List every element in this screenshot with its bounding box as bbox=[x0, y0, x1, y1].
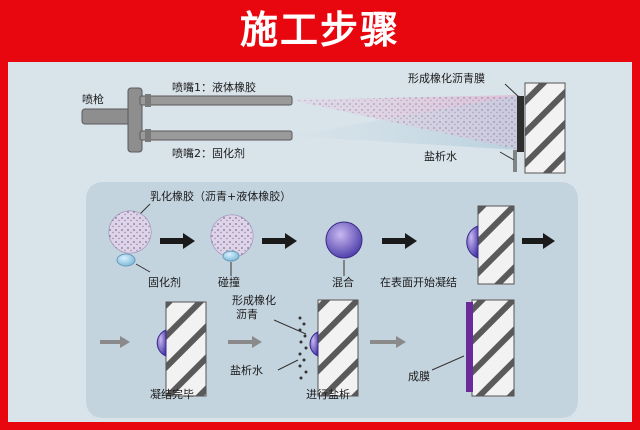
spray-gun-section: 喷枪 喷嘴1：液体橡胶 喷嘴2：固化剂 形成橡化沥青膜 盐析水 bbox=[81, 71, 566, 174]
arrow-7 bbox=[370, 336, 406, 348]
nozzle-1-barrel bbox=[139, 95, 293, 106]
nozzle-2-ring bbox=[145, 129, 151, 142]
film-label: 形成橡化沥青膜 bbox=[408, 71, 485, 85]
emulsion-particles bbox=[109, 211, 151, 253]
wall-row-2b bbox=[317, 299, 359, 397]
page-title: 施工步骤 bbox=[239, 8, 400, 52]
salt-label: 盐析水 bbox=[424, 149, 457, 163]
nozzle-2-barrel bbox=[139, 130, 293, 141]
collision-label: 碰撞 bbox=[218, 275, 240, 289]
wall-row-2a bbox=[165, 301, 207, 397]
film-asphalt-label-1: 形成橡化 bbox=[232, 293, 276, 307]
salting-out-label: 进行盐析 bbox=[306, 387, 350, 401]
mixed-ball bbox=[325, 221, 363, 259]
condense-done-drop bbox=[156, 329, 167, 357]
salting-drop bbox=[309, 331, 319, 357]
nozzle-2-label: 喷嘴2：固化剂 bbox=[172, 146, 245, 160]
condense-start-label: 在表面开始凝结 bbox=[380, 275, 457, 289]
asphalt-film-top bbox=[517, 96, 524, 152]
film-asphalt-label-2: 沥青 bbox=[236, 308, 258, 321]
salt-water-label: 盐析水 bbox=[230, 363, 263, 377]
gun-body bbox=[127, 87, 143, 153]
mixing-label: 混合 bbox=[332, 275, 354, 289]
film-formed-label: 成膜 bbox=[408, 370, 430, 383]
arrow-6 bbox=[228, 336, 262, 348]
salt-water-dots bbox=[298, 316, 308, 380]
arrow-3 bbox=[382, 233, 417, 249]
arrow-2 bbox=[262, 233, 297, 249]
arrow-4 bbox=[522, 233, 555, 249]
curing-agent-label: 固化剂 bbox=[148, 275, 181, 289]
process-row-1: 乳化橡胶（沥青+液体橡胶） 固化剂 碰撞 混合 在表面开始凝结 bbox=[108, 189, 555, 289]
nozzle-1-label: 喷嘴1：液体橡胶 bbox=[172, 80, 256, 94]
curing-agent-drop bbox=[116, 253, 136, 267]
nozzle-1-ring bbox=[145, 94, 151, 107]
wall-row-2c bbox=[471, 299, 515, 397]
gun-label: 喷枪 bbox=[82, 92, 104, 106]
arrow-1 bbox=[160, 233, 195, 249]
wall-top bbox=[524, 82, 566, 174]
wall-row-1 bbox=[477, 205, 515, 285]
condense-done-label: 凝结完毕 bbox=[150, 387, 194, 401]
emulsion-label: 乳化橡胶（沥青+液体橡胶） bbox=[150, 189, 291, 203]
arrow-5 bbox=[100, 336, 130, 348]
spray-particles bbox=[292, 95, 520, 150]
process-row-2: 凝结完毕 形成橡化 沥青 盐析水 进行盐析 成膜 bbox=[100, 293, 515, 401]
collision-drop bbox=[222, 250, 240, 262]
salt-water-drip bbox=[513, 150, 517, 172]
condense-start-drop bbox=[466, 225, 479, 259]
film-layer bbox=[466, 302, 473, 392]
